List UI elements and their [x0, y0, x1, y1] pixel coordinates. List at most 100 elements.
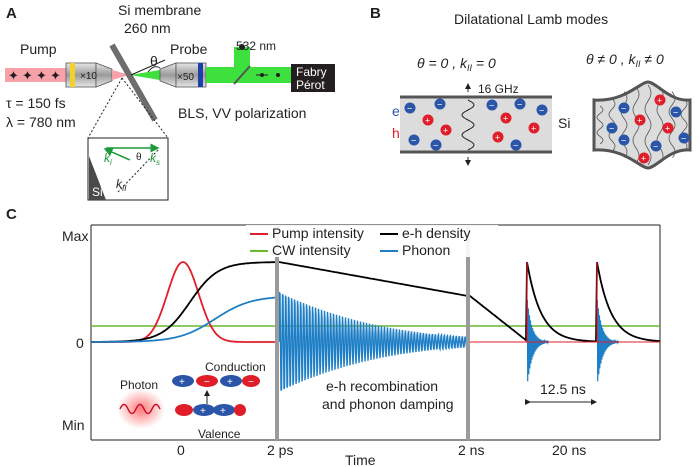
svg-text:−: −: [411, 136, 416, 146]
svg-text:−: −: [433, 141, 438, 151]
plot-curves: [91, 261, 661, 391]
frequency-label: 16 GHz: [478, 82, 519, 96]
x-tick-2ps: 2 ps: [267, 442, 293, 458]
fabry-perot-box: [291, 64, 335, 92]
membrane-thickness: 260 nm: [124, 20, 171, 36]
left-condition: θ = 0 , kII = 0: [417, 55, 496, 73]
legend-phonon: Phonon: [402, 242, 450, 258]
green-wavelength: 532 nm: [236, 39, 276, 53]
ks-label: ks: [150, 151, 160, 167]
bulge-hole-1: [654, 94, 666, 106]
hole-10: [528, 122, 540, 134]
pump-objective-label: ×10: [80, 71, 97, 82]
svg-text:−: −: [539, 106, 544, 116]
legend-cw: CW intensity: [272, 242, 351, 258]
photon-wave: [119, 403, 161, 415]
flat-wave: [461, 99, 475, 151]
phonon-burst-0: [526, 300, 550, 382]
svg-text:−: −: [673, 108, 678, 118]
svg-text:−: −: [621, 136, 626, 146]
divider-2ns: [466, 225, 470, 440]
hole-4: [440, 124, 452, 136]
svg-text:−: −: [437, 100, 442, 110]
svg-text:−: −: [489, 101, 494, 111]
ki-label: ki: [104, 151, 112, 167]
electron-0: [404, 102, 416, 114]
svg-text:−: −: [407, 104, 412, 114]
pump-wavelength: λ = 780 nm: [6, 114, 76, 130]
phonon-burst-1: [596, 300, 620, 382]
flat-carriers: −+−−+−−+−++−−: [404, 98, 548, 151]
svg-text:+: +: [200, 406, 206, 417]
panel-a-letter: A: [6, 5, 17, 22]
hole-label: h: [392, 125, 400, 141]
fabry-line1: Fabry: [296, 65, 327, 79]
svg-text:+: +: [495, 133, 500, 143]
kpar-label: kII: [116, 177, 127, 193]
electron-11: [510, 139, 522, 151]
conduction-label: Conduction: [205, 360, 266, 374]
bulge-electron-5: [618, 134, 630, 146]
svg-text:✦: ✦: [36, 68, 47, 83]
svg-text:−: −: [609, 124, 614, 134]
right-condition: θ ≠ 0 , kII ≠ 0: [586, 51, 664, 69]
conduction-band: + − + −: [172, 375, 260, 388]
period-label: 12.5 ns: [540, 381, 586, 397]
y-max: Max: [62, 228, 88, 244]
probe-objective: ×50: [159, 62, 207, 88]
eh-density-curve: [91, 261, 661, 343]
svg-text:✦: ✦: [8, 68, 19, 83]
svg-text:+: +: [220, 406, 226, 417]
hole-7: [500, 112, 512, 124]
svg-text:+: +: [531, 124, 536, 134]
svg-text:+: +: [665, 124, 670, 134]
pump-beam: [5, 68, 67, 82]
inset-theta: θ: [136, 152, 142, 163]
pump-stars: ✦✦ ✦✦: [8, 68, 61, 83]
y-min: Min: [62, 417, 85, 433]
si-membrane: [109, 43, 158, 122]
valence-band: + +: [175, 404, 246, 417]
bulge-electron-9: [606, 122, 618, 134]
photon-label: Photon: [120, 378, 158, 392]
panel-b: B Dilatational Lamb modes θ = 0 , kII = …: [370, 5, 692, 170]
pump-label: Pump: [20, 41, 57, 57]
electron-label: e: [392, 103, 400, 119]
electron-8: [514, 98, 526, 110]
lamb-title: Dilatational Lamb modes: [454, 11, 608, 27]
x-tick-2ns: 2 ns: [458, 442, 484, 458]
probe-objective-label: ×50: [177, 72, 194, 83]
pump-objective: ×10: [65, 62, 113, 88]
svg-text:✦: ✦: [50, 68, 61, 83]
svg-text:−: −: [681, 134, 686, 144]
svg-text:+: +: [227, 377, 233, 388]
probe-label: Probe: [170, 41, 208, 57]
legend-eh: e-h density: [402, 225, 470, 241]
si-label: Si: [558, 115, 570, 131]
svg-text:−: −: [248, 377, 254, 388]
wavevector-inset: Si ki ks θ kII: [87, 137, 169, 201]
phonon-oscillation: [278, 291, 469, 391]
x-axis-label: Time: [345, 452, 376, 467]
pulse-duration: τ = 150 fs: [6, 95, 66, 111]
annotation-line1: e-h recombination: [326, 378, 438, 394]
electron-12: [536, 104, 548, 116]
valence-label: Valence: [198, 427, 241, 441]
photon-glow: [117, 389, 165, 429]
x-tick-20ns: 20 ns: [552, 442, 586, 458]
membrane-flat: [400, 97, 552, 152]
theta-label: θ: [150, 53, 158, 69]
panel-c: C Max 0 Min 0 2 ps 2 ns 20 ns Time Pump …: [6, 206, 661, 467]
band-inset: Photon Conduction Valence + − + − + +: [117, 360, 266, 441]
legend-pump: Pump intensity: [272, 225, 364, 241]
svg-text:+: +: [637, 116, 642, 126]
svg-text:+: +: [179, 377, 185, 388]
svg-text:+: +: [641, 154, 646, 164]
svg-text:−: −: [517, 100, 522, 110]
bulge-hole-4: [662, 122, 674, 134]
bulge-electron-8: [678, 132, 690, 144]
svg-text:✦: ✦: [22, 68, 33, 83]
svg-text:+: +: [657, 96, 662, 106]
electron-3: [434, 98, 446, 110]
